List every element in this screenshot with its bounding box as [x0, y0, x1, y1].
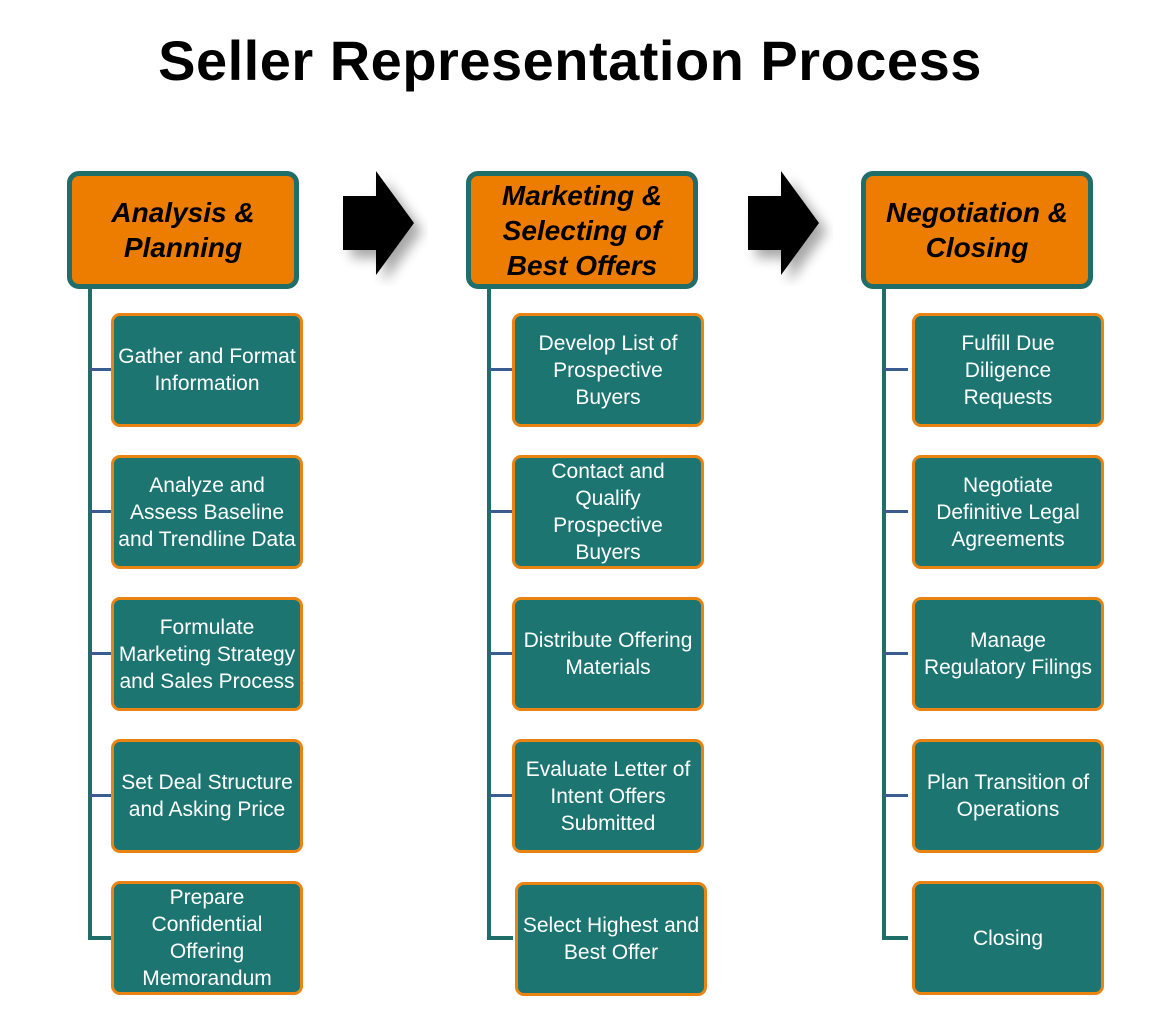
step-label: Analyze and Assess Baseline and Trendlin… — [118, 473, 296, 551]
phase-connector-line — [88, 284, 92, 940]
connector-tick — [90, 510, 114, 513]
step-label: Closing — [972, 926, 1044, 950]
connector-tick — [90, 652, 114, 655]
step-box: Manage Regulatory Filings — [912, 597, 1104, 711]
connector-tick — [90, 936, 114, 940]
connector-tick — [489, 368, 513, 371]
phase-heading-negotiation-closing: Negotiation & Closing — [861, 171, 1093, 289]
phase-connector-line — [882, 284, 886, 940]
step-box: Formulate Marketing Strategy and Sales P… — [111, 597, 303, 711]
step-box: Gather and Format Information — [111, 313, 303, 427]
connector-tick — [489, 794, 513, 797]
connector-tick — [884, 936, 908, 940]
step-box: Negotiate Definitive Legal Agreements — [912, 455, 1104, 569]
step-box: Select Highest and Best Offer — [515, 882, 707, 996]
step-label: Gather and Format Information — [118, 345, 296, 395]
step-label: Distribute Offering Materials — [523, 629, 693, 679]
step-label: Negotiate Definitive Legal Agreements — [936, 473, 1080, 551]
step-label: Select Highest and Best Offer — [522, 914, 700, 964]
phase-heading-analysis-planning: Analysis & Planning — [67, 171, 299, 289]
right-arrow-icon — [343, 171, 414, 275]
phase-connector-line — [487, 284, 491, 940]
right-arrow-icon — [748, 171, 819, 275]
connector-tick — [884, 652, 908, 655]
connector-tick — [90, 368, 114, 371]
page-title: Seller Representation Process — [158, 29, 982, 92]
connector-tick — [884, 794, 908, 797]
step-box: Distribute Offering Materials — [512, 597, 704, 711]
step-label: Evaluate Letter of Intent Offers Submitt… — [525, 757, 691, 835]
step-label: Manage Regulatory Filings — [923, 629, 1093, 679]
step-label: Develop List of Prospective Buyers — [538, 331, 678, 409]
step-label: Set Deal Structure and Asking Price — [121, 771, 293, 821]
connector-tick — [489, 936, 513, 940]
step-box: Plan Transition of Operations — [912, 739, 1104, 853]
step-label: Formulate Marketing Strategy and Sales P… — [118, 615, 296, 693]
step-box: Develop List of Prospective Buyers — [512, 313, 704, 427]
step-label: Prepare Confidential Offering Memorandum — [142, 886, 272, 990]
connector-tick — [489, 652, 513, 655]
step-box: Evaluate Letter of Intent Offers Submitt… — [512, 739, 704, 853]
step-label: Fulfill Due Diligence Requests — [961, 331, 1055, 409]
step-label: Contact and Qualify Prospective Buyers — [551, 460, 665, 564]
step-box: Fulfill Due Diligence Requests — [912, 313, 1104, 427]
step-label: Plan Transition of Operations — [926, 771, 1090, 821]
phase-heading-marketing-selecting: Marketing & Selecting of Best Offers — [466, 171, 698, 289]
connector-tick — [489, 510, 513, 513]
connector-tick — [884, 368, 908, 371]
step-box: Set Deal Structure and Asking Price — [111, 739, 303, 853]
connector-tick — [884, 510, 908, 513]
step-box: Analyze and Assess Baseline and Trendlin… — [111, 455, 303, 569]
step-box: Closing — [912, 881, 1104, 995]
step-box: Contact and Qualify Prospective Buyers — [512, 455, 704, 569]
step-box: Prepare Confidential Offering Memorandum — [111, 881, 303, 995]
connector-tick — [90, 794, 114, 797]
